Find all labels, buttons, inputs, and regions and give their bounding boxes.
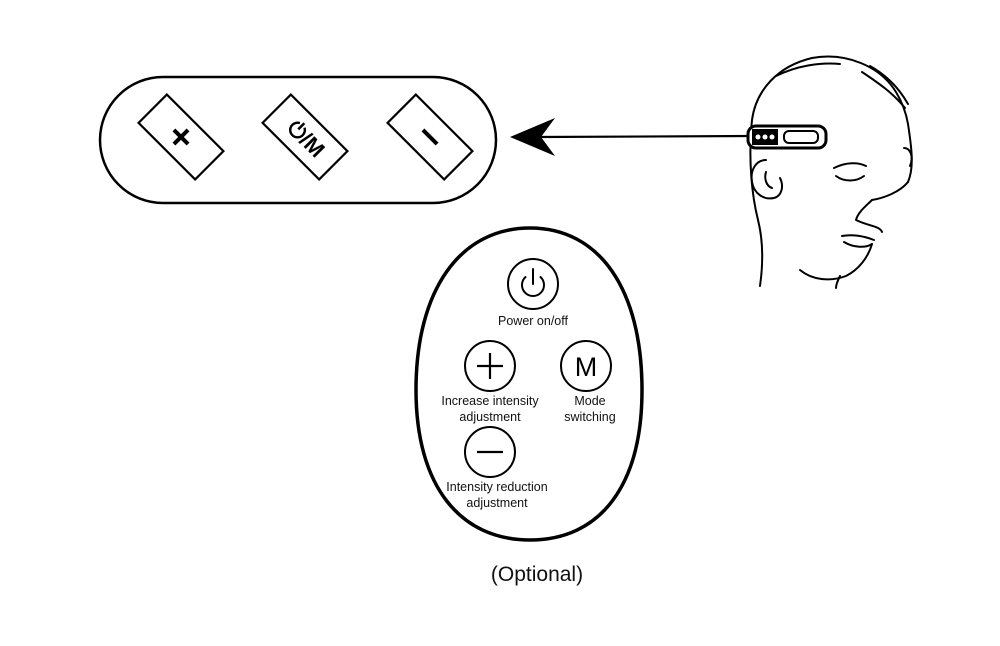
remote-controller: M bbox=[414, 226, 644, 542]
power-icon bbox=[521, 268, 545, 298]
power-label: Power on/off bbox=[498, 314, 568, 328]
increase-label: Increase intensity adjustment bbox=[441, 394, 539, 424]
headband-device bbox=[746, 124, 828, 150]
remote-decrease-button[interactable] bbox=[464, 426, 516, 478]
device-control-panel: ⏻/M bbox=[98, 75, 498, 205]
plus-icon bbox=[477, 353, 503, 379]
remote-mode-button[interactable]: M bbox=[560, 340, 612, 392]
plus-icon bbox=[172, 128, 190, 146]
panel-minus-button[interactable] bbox=[386, 93, 474, 181]
optional-caption: (Optional) bbox=[490, 563, 584, 586]
pointer-arrow bbox=[510, 118, 753, 156]
mode-label: Mode switching bbox=[564, 394, 616, 424]
remote-power-button[interactable] bbox=[507, 258, 559, 310]
mode-glyph: M bbox=[575, 352, 598, 382]
minus-icon bbox=[421, 128, 439, 146]
panel-plus-button[interactable] bbox=[137, 93, 225, 181]
head-illustration bbox=[749, 55, 913, 289]
decrease-label: Intensity reduction adjustment bbox=[446, 480, 548, 510]
remote-increase-button[interactable] bbox=[464, 340, 516, 392]
